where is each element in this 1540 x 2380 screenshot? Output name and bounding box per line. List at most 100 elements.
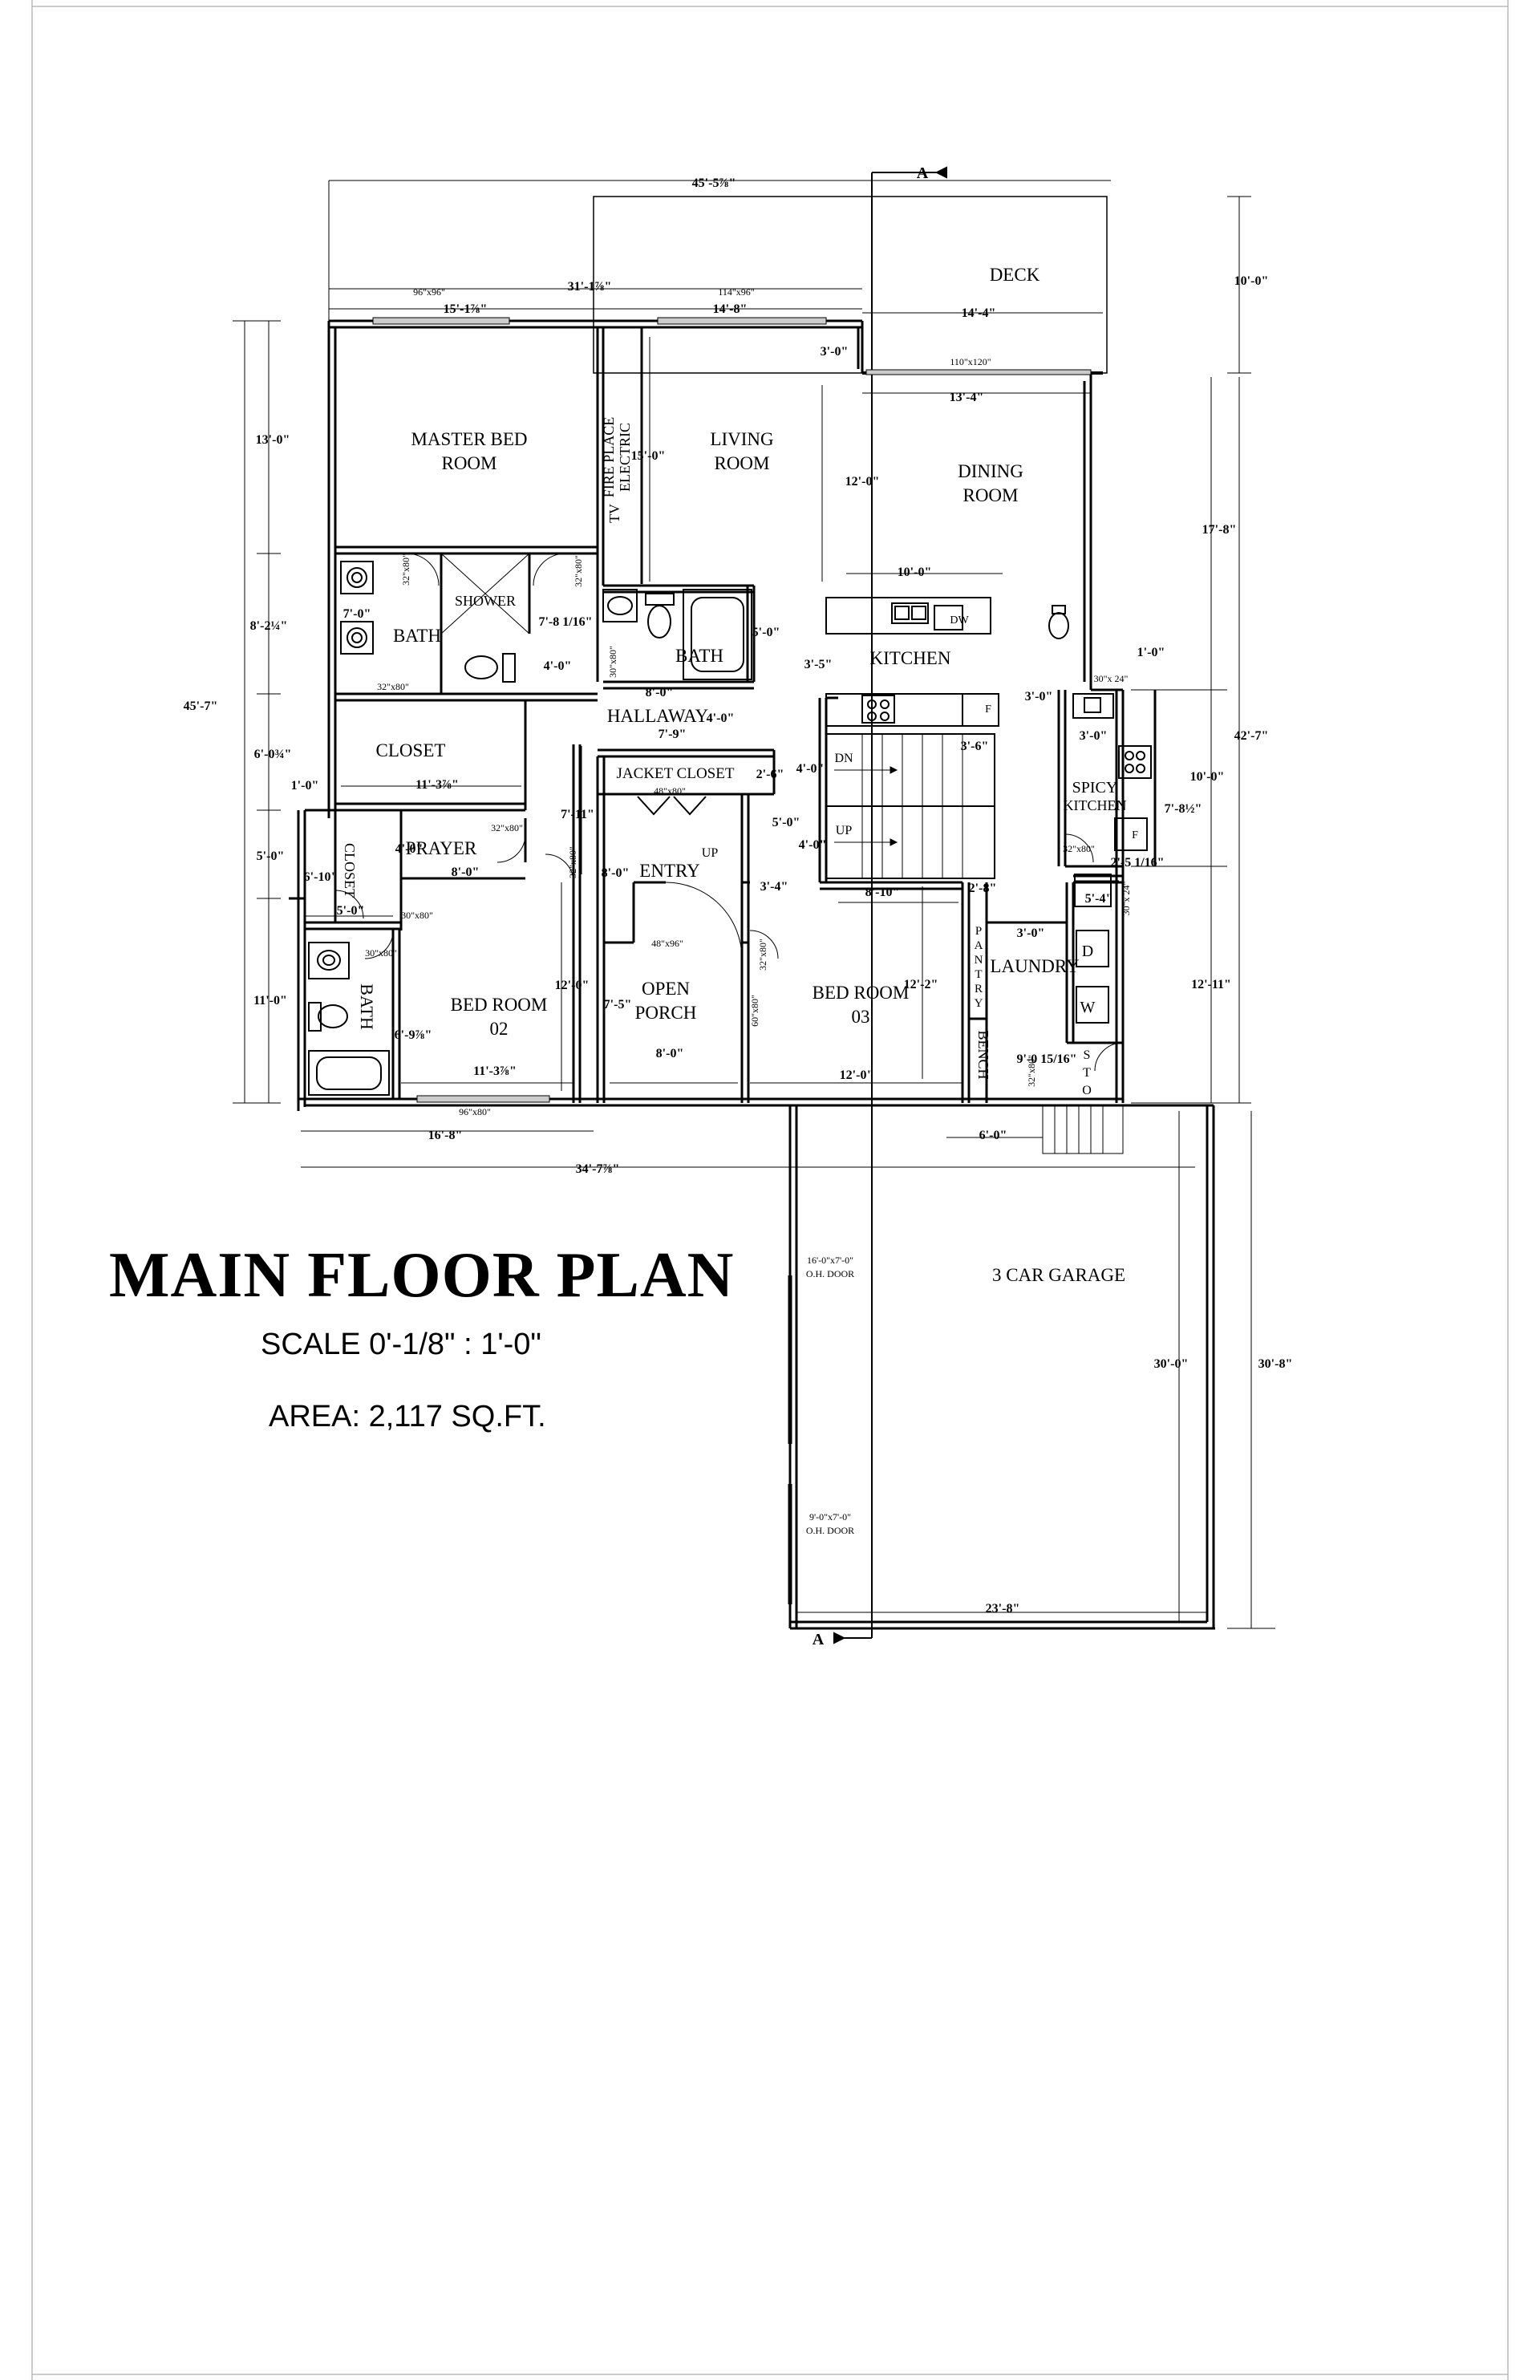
label-door-jacket: 48"x80" (654, 785, 686, 797)
dim-overall-top: 45'-5⅞" (692, 176, 736, 190)
label-fridge: F (985, 703, 991, 716)
label-jacket-closet: JACKET CLOSET (617, 765, 735, 782)
label-bath-02: BATH (357, 983, 377, 1030)
dim-master-w: 15'-1⅞" (444, 302, 488, 316)
label-gar-door2-1: 9'-0"x7'-0" (809, 1511, 851, 1522)
dim-bath-7: 7'-0" (343, 607, 371, 621)
label-door-entry-side: 32"x80" (567, 846, 578, 878)
label-closet-master: CLOSET (376, 740, 446, 760)
dim-closet02-610: 6'-10" (304, 870, 338, 884)
dim-right-17: 17'-8" (1202, 523, 1237, 537)
label-shower: SHOWER (455, 593, 516, 609)
label-gar-door1-1: 16'-0"x7'-0" (807, 1255, 853, 1266)
dim-laundry-3: 3'-0" (1017, 926, 1045, 940)
dim-spicy-25: 2'-5 1/16" (1110, 856, 1164, 870)
dim-bed02-11: 11'-3⅞" (473, 1064, 517, 1078)
room-labels: DECK MASTER BED ROOM LIVING ROOM DINING … (376, 164, 1139, 1648)
dim-spicy-54: 5'-4" (1085, 892, 1113, 906)
dim-stair-5: 5'-0" (772, 816, 800, 829)
label-master-bed-2: ROOM (441, 453, 496, 473)
label-win-living: 114"x96" (718, 286, 754, 298)
opening-labels-vertical: 32"x80" 32"x80" 30"x80" 32"x80" 32"x80" … (400, 553, 1132, 1087)
label-up: UP (836, 824, 853, 837)
label-entry: ENTRY (639, 861, 700, 881)
label-living-1: LIVING (710, 429, 773, 449)
label-bath-hall: BATH (675, 646, 723, 666)
label-win-deck: 110"x120" (950, 356, 991, 367)
dim-stair-4a: 4'-0" (796, 762, 825, 776)
dim-left-8: 8'-2¼" (250, 619, 288, 633)
label-gar-door2-2: O.H. DOOR (806, 1525, 854, 1536)
label-master-bed-1: MASTER BED (411, 429, 527, 449)
dim-jacket-26: 2'-6" (756, 768, 784, 781)
dim-garage-308: 30'-8" (1258, 1357, 1293, 1371)
label-door-entry: 48"x96" (651, 938, 683, 949)
dim-deck-gap: 3'-0" (821, 345, 849, 359)
windows (372, 317, 1092, 1103)
dim-bath-5: 5'-0" (752, 626, 780, 639)
label-door-shower: 32"x80" (400, 553, 411, 586)
dim-left-13: 13'-0" (256, 433, 290, 447)
plan-area: AREA: 2,117 SQ.FT. (269, 1400, 546, 1433)
dim-bottom-168: 16'-8" (428, 1129, 463, 1142)
label-door-closet02: 30"x80" (401, 910, 433, 921)
dim-dining-w: 13'-4" (950, 391, 984, 404)
label-dining-1: DINING (958, 461, 1023, 481)
label-door-bath02: 30"x80" (365, 947, 397, 959)
dim-sto-9: 9'-0 15/16" (1016, 1052, 1076, 1066)
label-spicy-1: SPICY (1072, 779, 1118, 797)
label-deck: DECK (990, 265, 1040, 285)
label-kitchen: KITCHEN (870, 648, 951, 668)
label-hallway: HALLAWAY (607, 706, 709, 726)
dim-bath-78: 7'-8 1/16" (538, 615, 592, 629)
label-fridge-spicy: F (1132, 829, 1138, 841)
dim-left-11: 11'-0" (253, 994, 287, 1008)
label-bed02-2: 02 (490, 1019, 509, 1039)
dim-porch-75: 7'-5" (604, 998, 632, 1012)
dim-left-6: 6'-0¾" (254, 748, 292, 761)
dim-bed03-12: 12'-0" (840, 1068, 874, 1082)
dim-left-top: 31'-1⅞" (568, 280, 612, 294)
label-tv: TV (606, 504, 622, 523)
label-up-entry: UP (702, 846, 719, 860)
label-dw: DW (950, 614, 969, 626)
dim-kitchen-1: 1'-0" (1137, 646, 1165, 659)
section-marker-top: A (917, 164, 929, 182)
label-open-porch-2: PORCH (635, 1003, 697, 1023)
dim-bath-4: 4'-0" (544, 659, 572, 673)
plan-scale: SCALE 0'-1/8" : 1'-0" (261, 1328, 541, 1361)
dim-stair-4b: 4'-0" (799, 838, 827, 852)
dim-garage-30: 30'-0" (1154, 1357, 1189, 1371)
dim-pantry-28: 2'-8" (969, 882, 997, 895)
label-door-bed03: 32"x80" (757, 939, 768, 971)
dim-bed02-12: 12'-0" (555, 979, 590, 992)
dim-hall-4: 4'-0" (707, 712, 735, 725)
label-spicy-2: KITCHEN (1064, 797, 1127, 813)
label-bench: BENCH (975, 1030, 991, 1079)
dim-hall-8: 8'-0" (646, 686, 674, 699)
dim-closet-711: 7'-11" (561, 808, 594, 821)
dim-kit-3: 3'-0" (1025, 690, 1053, 703)
dimension-lines (233, 180, 1275, 1629)
label-door-bath-b: 32"x80" (573, 555, 584, 587)
dim-living-15: 15'-0" (631, 449, 666, 463)
dim-closet02-5: 5'-0" (337, 904, 365, 918)
label-win-bed02: 96"x80" (459, 1106, 491, 1117)
dim-right-10: 10'-0" (1190, 770, 1225, 784)
door-swings (334, 553, 1124, 1072)
dimension-labels: 45'-5⅞" 31'-1⅞" 15'-1⅞" 14'-8" 14'-4" 10… (184, 176, 1293, 1616)
dim-right-12: 12'-11" (1191, 978, 1231, 991)
label-garage: 3 CAR GARAGE (992, 1265, 1125, 1285)
label-washer: W (1080, 999, 1096, 1016)
label-gar-door1-2: O.H. DOOR (806, 1268, 854, 1279)
dim-entry-8: 8'-0" (602, 866, 630, 880)
opening-labels: 96"x96" 114"x96" 110"x120" 32"x80" 32"x8… (365, 286, 1128, 1536)
label-fireplace-1: FIRE PLACE (601, 417, 617, 498)
fixtures (308, 553, 1152, 1604)
dim-spicy-78: 7'-8½" (1165, 802, 1202, 816)
label-door-spicy: 32"x80" (1063, 843, 1095, 854)
dim-kitchen-10: 10'-0" (898, 566, 932, 579)
dim-left-1: 1'-0" (291, 779, 319, 793)
